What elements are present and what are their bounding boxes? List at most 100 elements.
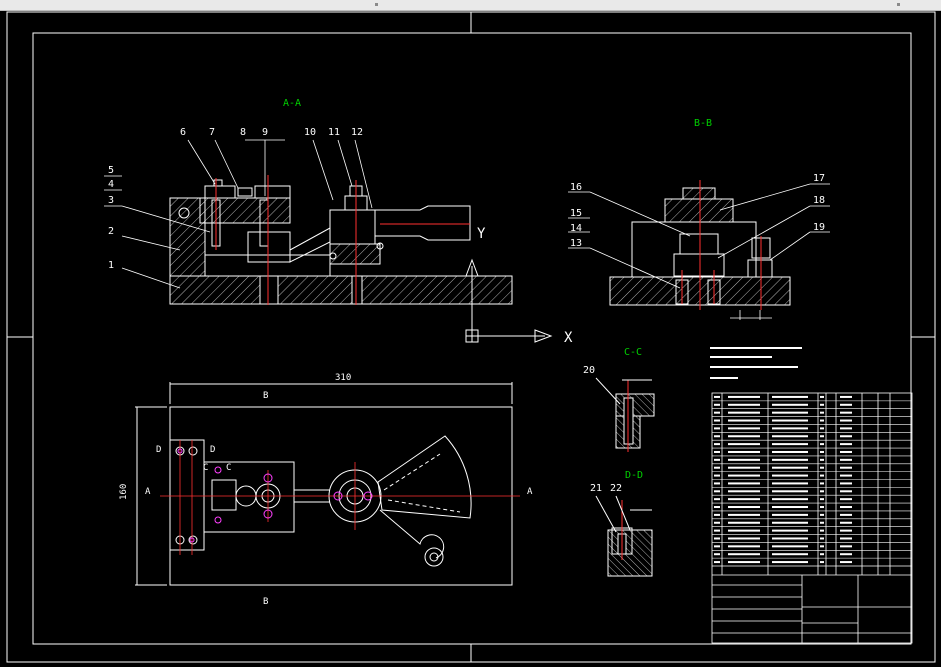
callout-labels: 5 4 3 2 1 6 7 8 9 10 11 12 13 14 15 16 1…	[108, 127, 825, 494]
plan-centerlines	[160, 440, 520, 555]
parts-cell-text	[840, 553, 852, 556]
parts-cell-text	[840, 545, 852, 548]
parts-cell-text	[772, 553, 808, 556]
parts-cell-text	[840, 513, 852, 516]
title-bar-marker	[897, 3, 900, 6]
dimension-height: 160	[119, 484, 129, 500]
section-titles: A-A B-B C-C D-D	[283, 98, 712, 481]
parts-cell-text	[728, 395, 760, 398]
parts-cell-text	[840, 443, 852, 446]
parts-cell-text	[728, 506, 760, 509]
parts-cell-text	[772, 506, 808, 509]
parts-cell-text	[772, 482, 808, 485]
callout-13: 13	[570, 238, 582, 249]
parts-cell-text	[728, 513, 760, 516]
title-bar-marker	[375, 3, 378, 6]
callout-15: 15	[570, 208, 582, 219]
title-section-aa: A-A	[283, 98, 301, 109]
parts-cell-text	[714, 419, 720, 422]
parts-cell-text	[820, 450, 824, 453]
sheet-border	[6, 11, 936, 663]
parts-cell-text	[840, 450, 852, 453]
parts-cell-text	[840, 498, 852, 501]
label-d-right: D	[210, 445, 215, 455]
callout-7: 7	[209, 127, 215, 138]
parts-list-rows	[712, 400, 912, 559]
parts-cell-text	[728, 521, 760, 524]
parts-cell-text	[820, 466, 824, 469]
callout-5: 5	[108, 165, 114, 176]
callout-2: 2	[108, 226, 114, 237]
parts-cell-text	[714, 435, 720, 438]
view-section-aa	[169, 175, 513, 305]
parts-cell-text	[772, 529, 808, 532]
callout-16: 16	[570, 182, 582, 193]
parts-cell-text	[714, 395, 720, 398]
parts-cell-text	[714, 466, 720, 469]
parts-cell-text	[840, 537, 852, 540]
parts-cell-text	[714, 458, 720, 461]
parts-cell-text	[840, 411, 852, 414]
parts-cell-text	[820, 561, 824, 564]
parts-cell-text	[840, 435, 852, 438]
callout-9: 9	[262, 127, 268, 138]
leaders-bb	[568, 183, 830, 320]
parts-cell-text	[820, 411, 824, 414]
label-a-left: A	[145, 487, 151, 497]
parts-cell-text	[820, 403, 824, 406]
parts-cell-text	[820, 427, 824, 430]
parts-cell-text	[728, 490, 760, 493]
parts-cell-text	[728, 403, 760, 406]
parts-cell-text	[840, 506, 852, 509]
title-section-bb: B-B	[694, 118, 712, 129]
callout-14: 14	[570, 223, 582, 234]
parts-cell-text	[840, 490, 852, 493]
parts-cell-text	[820, 458, 824, 461]
label-d-left: D	[156, 445, 161, 455]
ucs-icon	[465, 258, 553, 343]
callout-4: 4	[108, 179, 114, 190]
parts-cell-text	[714, 482, 720, 485]
parts-cell-text	[840, 427, 852, 430]
parts-cell-text	[840, 561, 852, 564]
parts-cell-text	[772, 427, 808, 430]
label-a-right: A	[527, 487, 533, 497]
parts-cell-text	[714, 513, 720, 516]
label-c-left: C	[203, 463, 208, 473]
parts-cell-text	[840, 395, 852, 398]
callout-11: 11	[328, 127, 340, 138]
parts-cell-text	[714, 427, 720, 430]
parts-cell-text	[840, 403, 852, 406]
parts-cell-text	[728, 427, 760, 430]
parts-cell-text	[728, 474, 760, 477]
callout-17: 17	[813, 173, 825, 184]
parts-cell-text	[728, 482, 760, 485]
parts-cell-text	[714, 403, 720, 406]
parts-cell-text	[728, 419, 760, 422]
ucs-x-label: X	[564, 330, 573, 346]
cad-drawing-canvas[interactable]: A-A B-B C-C D-D	[0, 11, 941, 667]
parts-cell-text	[714, 411, 720, 414]
parts-cell-text	[728, 450, 760, 453]
parts-cell-text	[714, 553, 720, 556]
parts-cell-text	[772, 466, 808, 469]
parts-cell-text	[820, 490, 824, 493]
title-bar	[0, 0, 941, 11]
parts-cell-text	[820, 513, 824, 516]
parts-cell-text	[772, 435, 808, 438]
parts-cell-text	[772, 419, 808, 422]
view-plan	[135, 382, 513, 586]
callout-3: 3	[108, 195, 114, 206]
parts-cell-text	[772, 498, 808, 501]
parts-cell-text	[820, 419, 824, 422]
parts-cell-text	[714, 506, 720, 509]
parts-cell-text	[820, 443, 824, 446]
parts-cell-text	[772, 521, 808, 524]
callout-20: 20	[583, 365, 595, 376]
parts-cell-text	[728, 561, 760, 564]
parts-cell-text	[714, 537, 720, 540]
parts-cell-text	[820, 498, 824, 501]
parts-cell-text	[728, 443, 760, 446]
technical-notes	[710, 347, 802, 379]
parts-cell-text	[714, 529, 720, 532]
